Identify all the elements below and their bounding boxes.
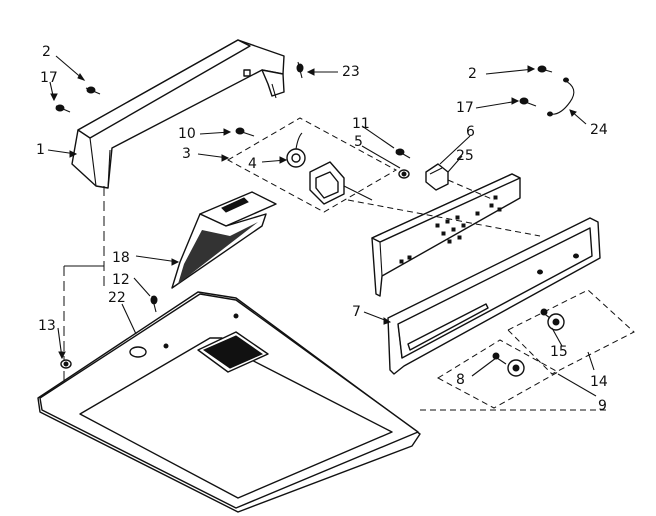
callout-7: 7 [352, 304, 361, 320]
callout-13: 13 [38, 318, 56, 334]
callout-23: 23 [342, 64, 360, 80]
callout-22: 22 [108, 290, 126, 306]
callout-17-left: 17 [40, 70, 58, 86]
callout-8: 8 [456, 372, 465, 388]
callout-11: 11 [352, 116, 370, 132]
callout-labels: 2 17 1 23 10 3 4 11 5 6 25 2 17 24 18 12… [36, 44, 608, 414]
callout-12: 12 [112, 272, 130, 288]
clip-5 [398, 169, 410, 179]
screw-17-left [55, 104, 71, 113]
callout-17-right: 17 [456, 100, 474, 116]
callout-24: 24 [590, 122, 608, 138]
callout-9: 9 [598, 398, 607, 414]
control-bracket-25 [371, 173, 521, 297]
callout-2-left: 2 [42, 44, 51, 60]
wire-24 [547, 77, 575, 117]
callout-2-right: 2 [468, 66, 477, 82]
callout-10: 10 [178, 126, 196, 142]
knob-15 [507, 289, 635, 375]
top-panel-part-22 [37, 291, 421, 513]
callout-4: 4 [248, 156, 257, 172]
arrowheads [50, 65, 577, 360]
callout-6: 6 [466, 124, 475, 140]
console-housing-part [71, 39, 285, 189]
insulation-part-18 [171, 191, 277, 289]
screw-23 [296, 61, 304, 79]
callout-1: 1 [36, 142, 45, 158]
clip-13 [60, 359, 72, 369]
callout-3: 3 [182, 146, 191, 162]
screw-11 [395, 148, 411, 159]
knob-8 [436, 339, 560, 409]
callout-14: 14 [590, 374, 608, 390]
control-panel-part-7 [387, 217, 601, 375]
callout-5: 5 [354, 134, 363, 150]
callout-18: 18 [112, 250, 130, 266]
assembly-guides [63, 179, 541, 410]
connector-6 [425, 163, 449, 191]
screw-2-left [85, 86, 101, 95]
callout-25: 25 [456, 148, 474, 164]
switch-assembly-part [226, 117, 398, 213]
callout-15: 15 [550, 344, 568, 360]
screw-2-right [537, 65, 553, 73]
screw-12 [150, 295, 158, 313]
screw-17-right [519, 97, 537, 107]
